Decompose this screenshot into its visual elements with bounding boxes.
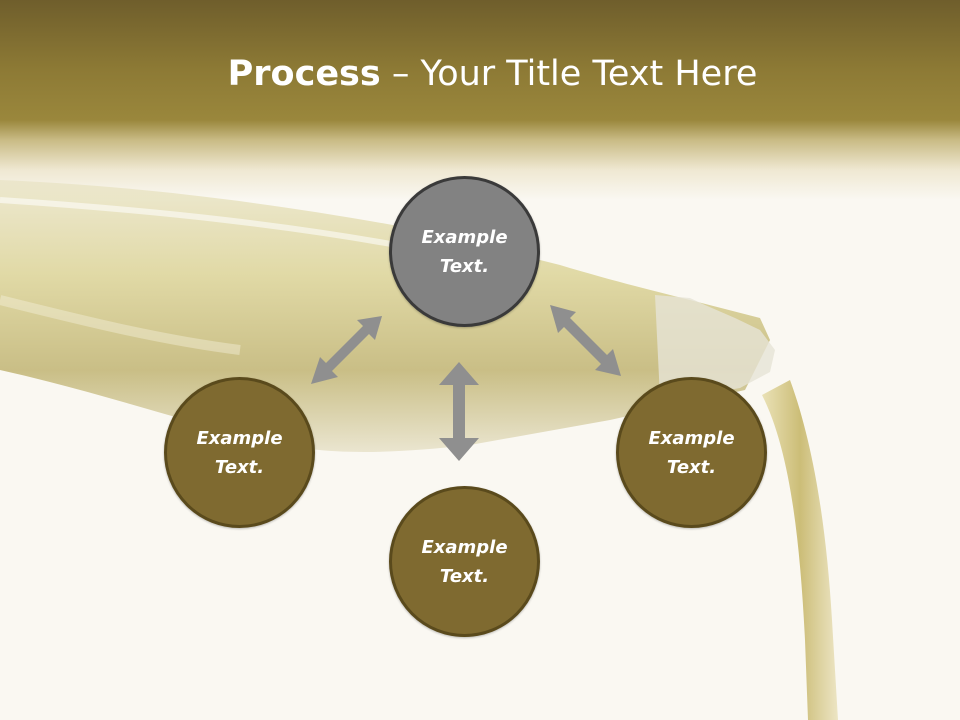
node-bottom-line1: Example (421, 536, 508, 558)
bottle-shape (0, 180, 770, 452)
node-top-line2: Text. (439, 255, 490, 277)
bottle-reflection (0, 295, 241, 355)
double-arrow-left-icon (311, 316, 382, 384)
node-right-line1: Example (648, 427, 735, 449)
node-right-line2: Text. (666, 456, 717, 478)
bottle-highlight (0, 197, 451, 258)
node-top-line1: Example (421, 226, 508, 248)
bottle-neck (655, 295, 775, 398)
double-arrow-vertical-icon (439, 362, 479, 461)
node-left-line1: Example (196, 427, 283, 449)
header-band (0, 0, 960, 200)
slide-title: Process – Your Title Text Here (0, 52, 960, 96)
oil-stream (762, 380, 838, 720)
title-rest: – Your Title Text Here (380, 54, 758, 94)
title-bold: Process (227, 54, 381, 94)
double-arrow-right-icon (550, 305, 621, 376)
node-bottom-line2: Text. (439, 565, 490, 587)
node-left-line2: Text. (214, 456, 265, 478)
